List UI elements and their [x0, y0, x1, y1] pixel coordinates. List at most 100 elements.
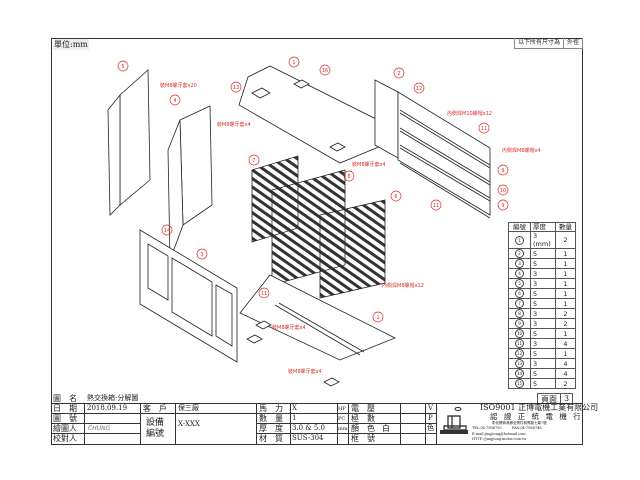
callout-1: 1: [292, 60, 295, 66]
part-thickness: 5: [530, 368, 556, 380]
part-quantity: 1: [555, 328, 576, 340]
horsepower-unit: HP: [338, 406, 346, 412]
callout-9: 9: [501, 203, 504, 209]
callout-14: 14: [164, 228, 170, 234]
part-quantity: 1: [555, 288, 576, 300]
annotation-text: 裝M8螺牙套x4: [217, 121, 251, 128]
part-2-back-panel: [374, 79, 399, 159]
parts-table-row: 7 5 1: [508, 298, 576, 310]
part-number: 15: [508, 378, 531, 390]
part-number: 6: [508, 288, 531, 300]
drawer-value: CHUNG: [88, 425, 111, 432]
callout-13: 13: [233, 85, 239, 91]
callout-5: 5: [121, 64, 124, 70]
page-value: 3: [560, 394, 572, 405]
drawing-name-label: 圖 名: [53, 394, 77, 403]
drawer-label: 繪圖人: [53, 424, 77, 433]
equipment-no-value: X-XXX: [178, 420, 200, 428]
company-tel: TEL:04-7986750: [472, 426, 502, 430]
annotation-text: 裝M8螺牙套x20: [160, 82, 197, 89]
checker-label: 校對人: [53, 434, 77, 443]
part-thickness: 5: [530, 288, 556, 300]
header-quantity: 數量: [555, 221, 576, 233]
company-name: ISO9001 正博電機工業有限公司: [480, 403, 599, 412]
part-quantity: 1: [555, 258, 576, 270]
callout-16: 16: [322, 68, 328, 74]
dimension-note-value: 外徑: [563, 38, 582, 48]
parts-table-row: 9 3 2: [508, 318, 576, 330]
part-number: 9: [508, 318, 531, 330]
thickness-unit: mm: [338, 426, 348, 432]
annotation-text: 裝M8螺牙套x4: [288, 368, 322, 375]
color-label: 顏 色: [351, 424, 375, 433]
header-thickness: 厚度: [530, 221, 556, 233]
company-address: 彰化縣伸港鄉全興村和興路七鄰7號: [492, 421, 547, 425]
part-quantity: 2: [555, 308, 576, 320]
annotation-text: 內側焊M10螺帽x12: [447, 110, 492, 117]
callout-6: 6: [394, 194, 397, 200]
page-number: 頁面 3: [537, 393, 574, 405]
part-number-circle: 7: [515, 299, 524, 309]
part-quantity: 1: [555, 248, 576, 260]
part-number-circle: 1: [515, 235, 524, 245]
date-label: 日 期: [53, 404, 77, 413]
part-thickness: 5: [530, 248, 556, 260]
callout-11: 11: [481, 126, 487, 132]
parts-table-row: 3 5 1: [508, 258, 576, 270]
parts-table-row: 15 5 2: [508, 378, 576, 390]
drawing-no-label: 圖 號: [53, 414, 77, 423]
part-number: 7: [508, 298, 531, 310]
part-number: 12: [508, 348, 531, 360]
equipment-no-label: 設備 編號: [146, 418, 165, 439]
voltage-label: 電 壓: [351, 404, 375, 413]
part-number: 5: [508, 278, 531, 290]
callout-11: 11: [261, 291, 267, 297]
thickness-value: 3.0 & 5.0: [292, 424, 325, 432]
annotation-text: 內側焊M8螺帽x12: [382, 282, 424, 289]
part-thickness: 3 (mm): [530, 231, 556, 250]
part-number: 1: [508, 231, 531, 250]
material-value: SUS-304: [292, 434, 324, 442]
parts-table-row: 2 5 1: [508, 248, 576, 260]
company-tagline: 認 證 正 統 電 機 行: [490, 412, 583, 421]
parts-table-row: 4 3 1: [508, 268, 576, 280]
customer-value: 保三廠: [178, 404, 199, 412]
part-number-circle: 12: [515, 349, 524, 359]
part-number-circle: 4: [515, 269, 524, 279]
callout-9: 9: [501, 168, 504, 174]
part-6-fin-panel: [319, 199, 386, 299]
part-thickness: 5: [530, 258, 556, 270]
part-quantity: 1: [555, 298, 576, 310]
part-thickness: 5: [530, 378, 556, 390]
part-quantity: 1: [555, 348, 576, 360]
material-label: 材 質: [259, 434, 283, 443]
part-thickness: 3: [530, 338, 556, 350]
part-thickness: 3: [530, 358, 556, 370]
parts-table-row: 10 5 1: [508, 328, 576, 340]
part-4-side-panel: [179, 105, 213, 226]
company-website: HTTP://jingjiong.motor.com.tw: [472, 437, 527, 441]
frame-no-label: 框 號: [351, 434, 375, 443]
part-number: 14: [508, 368, 531, 380]
part-number-circle: 2: [515, 249, 524, 259]
parts-table-row: 12 5 1: [508, 348, 576, 360]
parts-table-row: 11 3 4: [508, 338, 576, 350]
part-thickness: 3: [530, 308, 556, 320]
part-number: 3: [508, 258, 531, 270]
part-quantity: 2: [555, 231, 576, 250]
part-number-circle: 11: [515, 339, 524, 349]
part-number: 2: [508, 248, 531, 260]
part-number-circle: 10: [515, 329, 524, 339]
callout-8: 8: [347, 174, 350, 180]
part-thickness: 5: [530, 328, 556, 340]
part-thickness: 5: [530, 348, 556, 360]
parts-table-row: 6 5 1: [508, 288, 576, 300]
callout-3: 3: [200, 252, 203, 258]
part-number-circle: 8: [515, 309, 524, 319]
color-value: 白: [382, 424, 390, 433]
callout-1: 1: [376, 315, 379, 321]
poles-label: 極 數: [351, 414, 375, 423]
part-number-circle: 14: [515, 369, 524, 379]
quantity-value: 1: [292, 414, 297, 422]
